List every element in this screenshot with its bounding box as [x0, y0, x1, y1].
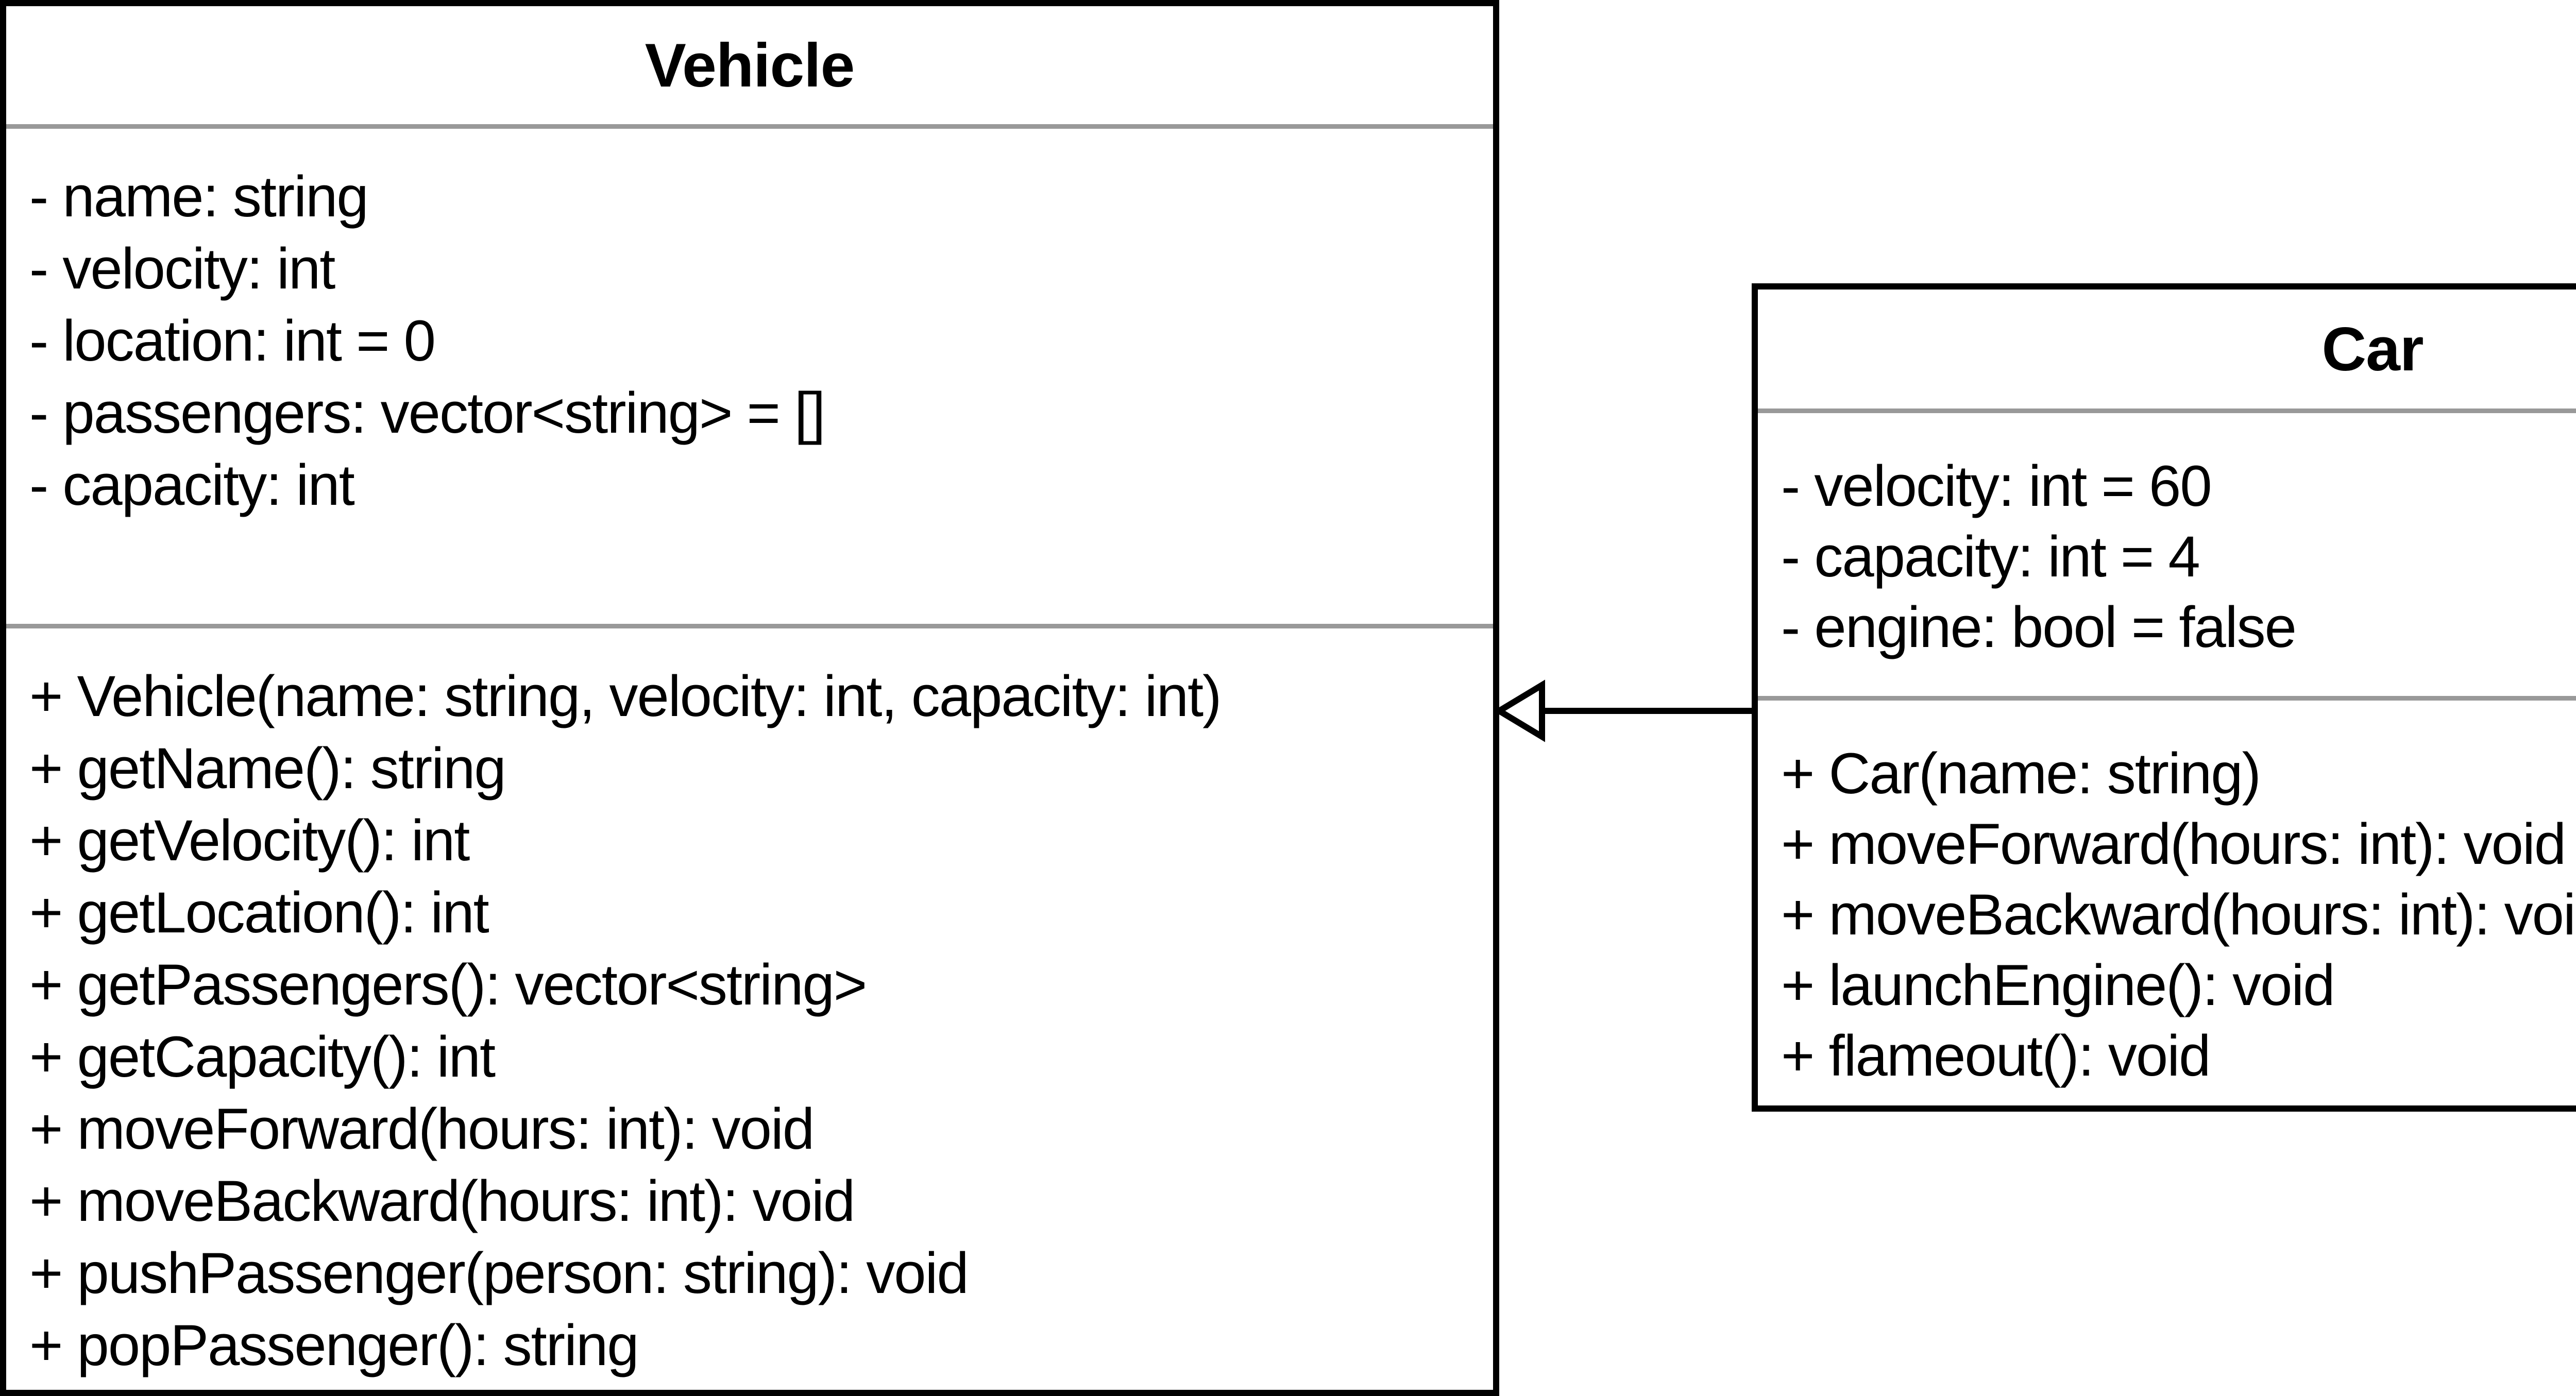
method-line: + moveForward(hours: int): void [1781, 812, 2566, 876]
method-line: + getLocation(): int [29, 880, 489, 945]
method-line: + Vehicle(name: string, velocity: int, c… [29, 664, 1222, 728]
attribute-line: - engine: bool = false [1781, 595, 2297, 659]
method-line: + getCapacity(): int [29, 1025, 496, 1089]
attribute-line: - location: int = 0 [29, 309, 436, 373]
car-methods-compartment: + Car(name: string)+ moveForward(hours: … [1758, 701, 2576, 1105]
method-line: + moveForward(hours: int): void [29, 1097, 815, 1161]
vehicle-methods-compartment: + Vehicle(name: string, velocity: int, c… [6, 628, 1493, 1390]
title-attributes-separator [6, 124, 1493, 129]
method-line: + flameout(): void [1781, 1024, 2211, 1088]
method-line: + getName(): string [29, 736, 506, 801]
method-line: + moveBackward(hours: int): void [1781, 882, 2576, 947]
attribute-line: - passengers: vector<string> = [] [29, 381, 825, 445]
attribute-line: - velocity: int = 60 [1781, 454, 2212, 518]
class-box-car: Car - velocity: int = 60- capacity: int … [1752, 283, 2576, 1112]
attributes-methods-separator [6, 624, 1493, 628]
hollow-triangle-arrowhead [1493, 679, 1545, 742]
title-attributes-separator [1758, 408, 2576, 413]
class-name-car: Car [2321, 314, 2424, 384]
method-line: + moveBackward(hours: int): void [29, 1169, 855, 1233]
vehicle-attributes-compartment: - name: string - velocity: int - location:… [6, 129, 1493, 624]
method-line: + pushPassenger(person: string): void [29, 1241, 969, 1305]
method-line: + launchEngine(): void [1781, 953, 2335, 1017]
class-box-vehicle: Vehicle - name: string - velocity: int - l… [0, 0, 1499, 1396]
attribute-line: - capacity: int = 4 [1781, 524, 2200, 589]
class-name-vehicle: Vehicle [645, 30, 855, 100]
car-attributes-compartment: - velocity: int = 60- capacity: int = 4-… [1758, 413, 2576, 696]
attribute-line: - name: string [29, 164, 369, 229]
attribute-line: - velocity: int [29, 236, 335, 301]
inheritance-arrow [1493, 679, 1758, 742]
method-line: + Car(name: string) [1781, 741, 2261, 806]
method-line: + popPassenger(): string [29, 1313, 639, 1377]
method-line: + getPassengers(): vector<string> [29, 952, 867, 1017]
attributes-methods-separator [1758, 696, 2576, 701]
method-line: + getVelocity(): int [29, 808, 470, 873]
attribute-line: - capacity: int [29, 453, 355, 517]
